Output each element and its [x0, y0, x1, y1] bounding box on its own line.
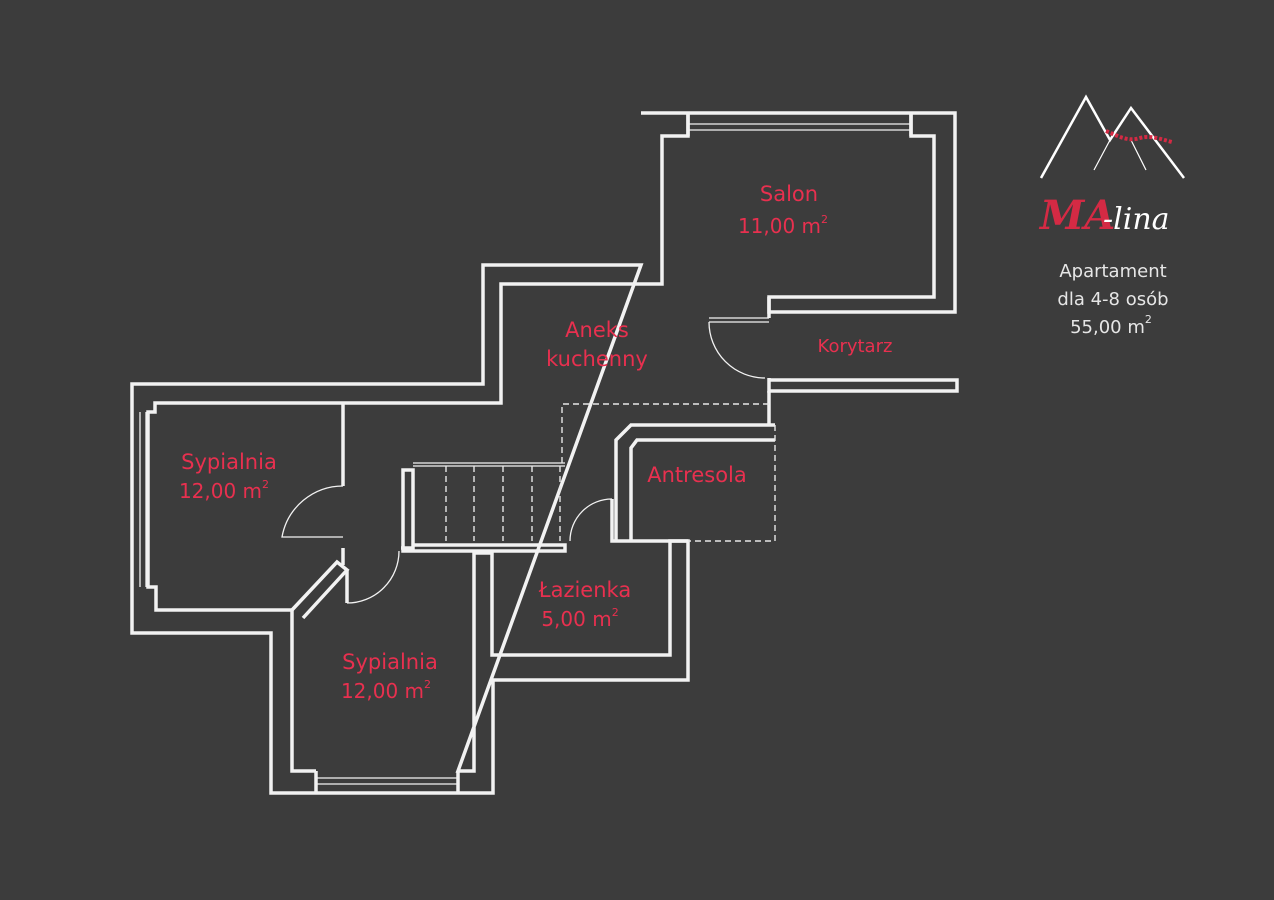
diagonal-wall [290, 559, 350, 620]
sypialnia2-area: 12,00 m2 [341, 678, 431, 703]
stairs [413, 462, 565, 541]
room-labels: Salon 11,00 m2 Aneks kuchenny Korytarz A… [179, 182, 893, 703]
window-frames [314, 113, 913, 793]
bedroom2-window [316, 777, 458, 785]
walls [130, 111, 959, 795]
brand-lina: -lina [1103, 202, 1170, 237]
mountain-inner-lines [1093, 139, 1147, 171]
sypialnia2-name: Sypialnia [342, 650, 438, 674]
antresola-name: Antresola [647, 463, 747, 487]
sypialnia1-area: 12,00 m2 [179, 478, 269, 503]
bedroom1-window [139, 412, 147, 587]
salon-area: 11,00 m2 [738, 213, 828, 238]
brand-ma: MA [1038, 192, 1115, 239]
rope-icon [1105, 129, 1173, 144]
antresola-outline [561, 403, 776, 542]
info-line1: Apartament [1059, 261, 1166, 282]
stair-steps [445, 466, 561, 541]
korytarz-name: Korytarz [818, 336, 893, 357]
stairs-wall [401, 468, 567, 553]
door-bedroom2 [346, 550, 400, 604]
stair-top-line [413, 462, 565, 467]
lazienka-area: 5,00 m2 [541, 606, 618, 631]
corridor-door-jamb [709, 317, 769, 323]
mountain-icon [1039, 94, 1185, 179]
doors [281, 321, 766, 604]
door-bathroom [569, 498, 613, 542]
door-salon [708, 321, 766, 379]
sypialnia1-name: Sypialnia [181, 450, 277, 474]
door-bedroom1 [281, 485, 344, 538]
info-line3: 55,00 m2 [1070, 313, 1152, 338]
info-line2: dla 4-8 osób [1057, 289, 1168, 310]
aneks-name-line2: kuchenny [546, 347, 648, 371]
salon-window [688, 123, 911, 131]
aneks-name-line1: Aneks [565, 318, 629, 342]
corridor-wall [767, 297, 959, 393]
apartment-info: Apartament dla 4-8 osób 55,00 m2 [1057, 261, 1168, 338]
brand-logo: MA -lina [1038, 94, 1185, 239]
salon-name: Salon [760, 182, 818, 206]
lazienka-name: Łazienka [538, 578, 631, 602]
